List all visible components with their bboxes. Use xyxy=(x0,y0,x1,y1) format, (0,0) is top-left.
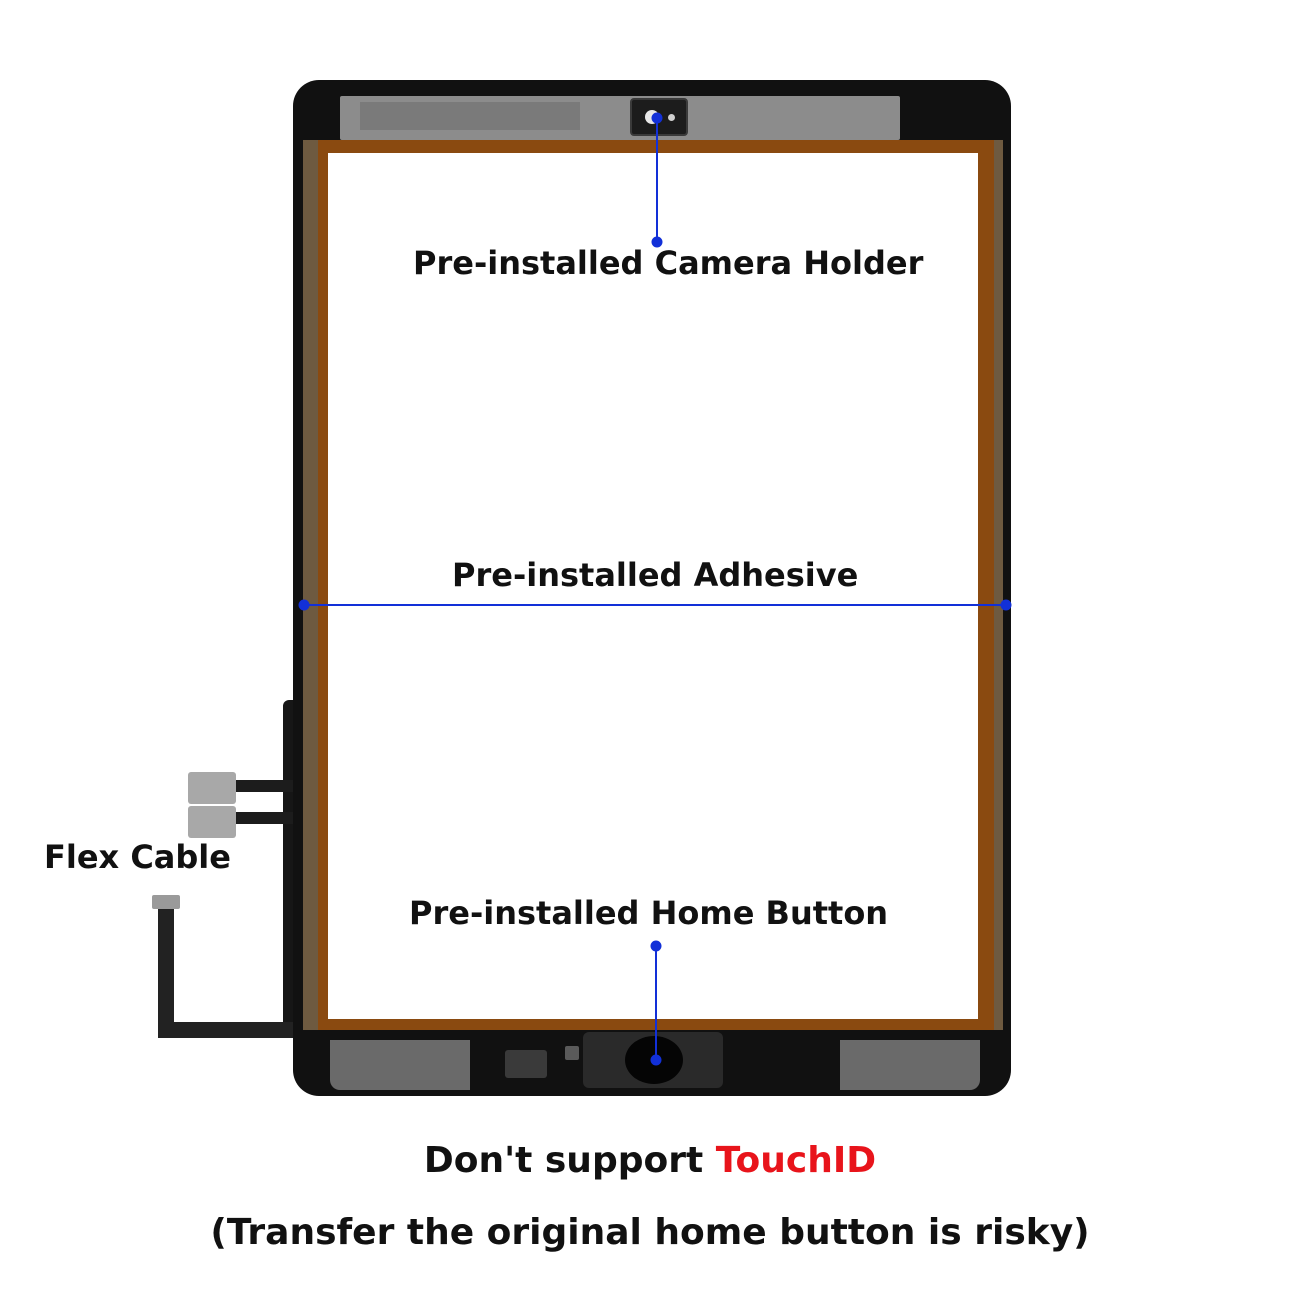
bottom-bezel-panel-left xyxy=(330,1040,470,1090)
flex-connector-lower xyxy=(188,806,236,838)
callout-dot-camera-bottom xyxy=(651,236,663,248)
flex-cable-arm-upper xyxy=(236,780,296,792)
flex-cable-tail-horizontal xyxy=(158,1022,308,1038)
flex-cable-label: Flex Cable xyxy=(44,838,231,876)
top-bezel-sticker-stripe xyxy=(360,102,580,130)
touchid-highlight: TouchID xyxy=(715,1140,877,1181)
callout-dot-adhesive-right xyxy=(1000,599,1012,611)
flex-cable-tail-connector xyxy=(152,895,180,909)
touch-glass xyxy=(328,153,978,1019)
callout-dot-home-bottom xyxy=(650,1054,662,1066)
adhesive-label: Pre-installed Adhesive xyxy=(452,556,859,594)
bottom-bracket-part xyxy=(505,1050,547,1078)
callout-dot-camera-top xyxy=(651,112,663,124)
flex-cable-arm-lower xyxy=(236,812,296,824)
touchid-notice-prefix: Don't support xyxy=(423,1140,716,1181)
callout-dot-home-top xyxy=(650,940,662,952)
home-button-label: Pre-installed Home Button xyxy=(409,894,889,932)
bottom-bracket-clip xyxy=(565,1046,579,1060)
bottom-bezel-panel-right xyxy=(840,1040,980,1090)
camera-holder-label: Pre-installed Camera Holder xyxy=(413,244,924,282)
callout-dot-adhesive-left xyxy=(298,599,310,611)
camera-sensor-icon xyxy=(668,114,675,121)
touchid-notice: Don't support TouchID xyxy=(0,1140,1300,1181)
risk-warning: (Transfer the original home button is ri… xyxy=(210,1212,1090,1253)
flex-connector-upper xyxy=(188,772,236,804)
camera-holder xyxy=(630,98,688,136)
flex-cable-tail-vertical xyxy=(158,900,174,1034)
